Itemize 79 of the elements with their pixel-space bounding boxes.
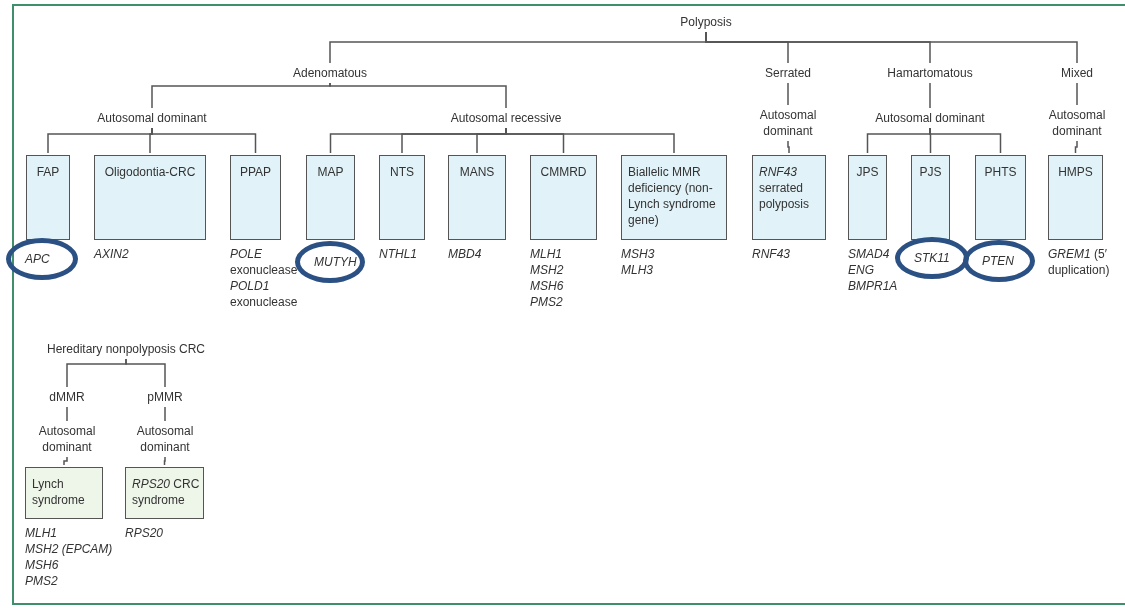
category-label: pMMR <box>147 389 183 405</box>
syndrome-name: RPS20 CRC syndrome <box>132 477 200 507</box>
gene-name: GREM1 (5′ duplication) <box>1048 246 1111 278</box>
syndrome-name: RNF43 serrated polyposis <box>759 165 810 211</box>
gene-name: MLH3 <box>621 262 654 278</box>
gene-name: NTHL1 <box>379 246 418 262</box>
connector-line <box>929 127 1002 154</box>
syndrome-box <box>26 155 70 240</box>
gene-name: SMAD4 <box>848 246 891 262</box>
connector-line <box>66 406 68 422</box>
gene-name: MUTYH <box>314 254 357 270</box>
connector-line <box>125 358 166 388</box>
syndrome-name: PPAP <box>239 165 272 179</box>
highlight-ellipse <box>963 240 1035 282</box>
gene-name: POLE exonuclease <box>230 246 299 278</box>
connector-line <box>705 31 1078 64</box>
syndrome-name: JPS <box>856 165 879 179</box>
category-label: Autosomal recessive <box>450 110 562 126</box>
connector-line <box>151 82 331 109</box>
gene-name: MLH1 <box>530 246 563 262</box>
category-label: Mixed <box>1061 65 1093 81</box>
syndrome-box <box>975 155 1026 240</box>
category-label: Autosomal dominant <box>97 110 207 126</box>
connector-line <box>787 82 789 106</box>
syndrome-name: HMPS <box>1058 165 1093 179</box>
gene-name: ENG <box>848 262 875 278</box>
gene-name: APC <box>25 251 50 267</box>
gene-name: STK11 <box>914 250 950 266</box>
syndrome-box <box>911 155 950 240</box>
connector-line <box>929 82 931 109</box>
gene-name: MSH2 <box>530 262 565 278</box>
category-label: dMMR <box>49 389 85 405</box>
category-label: Hamartomatous <box>887 65 973 81</box>
gene-name: MSH3 <box>621 246 656 262</box>
gene-name: PMS2 <box>530 294 564 310</box>
syndrome-name: FAP <box>36 165 60 179</box>
connector-line <box>329 82 507 109</box>
syndrome-name: NTS <box>390 165 414 179</box>
gene-name: PMS2 <box>25 573 59 589</box>
category-label: Autosomal dominant <box>752 107 824 139</box>
syndrome-name: MANS <box>459 165 495 179</box>
gene-name: BMPR1A <box>848 278 899 294</box>
syndrome-name: CMMRD <box>540 165 587 179</box>
syndrome-name: MAP <box>317 165 344 179</box>
gene-name: PTEN <box>982 253 1014 269</box>
category-label: Polyposis <box>680 14 732 30</box>
highlight-ellipse <box>895 237 969 279</box>
gene-name: POLD1 exonuclease <box>230 278 299 310</box>
gene-name: AXIN2 <box>94 246 130 262</box>
category-label: Autosomal dominant <box>875 110 985 126</box>
syndrome-name: Oligodontia-CRC <box>104 165 196 179</box>
syndrome-box <box>306 155 355 240</box>
gene-name: RNF43 <box>752 246 791 262</box>
highlight-ellipse <box>6 238 78 280</box>
category-label: Hereditary nonpolyposis CRC <box>46 341 206 357</box>
gene-name: MLH1 <box>25 525 58 541</box>
syndrome-name: Biallelic MMR deficiency (non-Lynch syndrome gene) <box>628 165 716 227</box>
gene-name: RPS20 <box>125 525 165 541</box>
connector-line <box>63 456 68 466</box>
category-label: Serrated <box>765 65 811 81</box>
gene-name: MBD4 <box>448 246 483 262</box>
category-label: Adenomatous <box>292 65 368 81</box>
connector-line <box>1076 82 1078 106</box>
syndrome-name: PJS <box>919 165 942 179</box>
gene-name: MSH2 (EPCAM) <box>25 541 114 557</box>
highlight-ellipse <box>295 241 365 283</box>
syndrome-name: Lynch syndrome <box>32 477 85 507</box>
gene-name: MSH6 <box>25 557 60 573</box>
category-label: Autosomal dominant <box>129 423 201 455</box>
connector-line <box>787 140 790 154</box>
connector-line <box>505 127 675 154</box>
category-label: Autosomal dominant <box>1041 107 1113 139</box>
connector-line <box>151 127 257 154</box>
connector-line <box>164 406 166 422</box>
gene-name: MSH6 <box>530 278 565 294</box>
category-label: Autosomal dominant <box>31 423 103 455</box>
syndrome-name: PHTS <box>984 165 1017 179</box>
connector-line <box>1074 140 1078 154</box>
connector-line <box>163 456 166 466</box>
